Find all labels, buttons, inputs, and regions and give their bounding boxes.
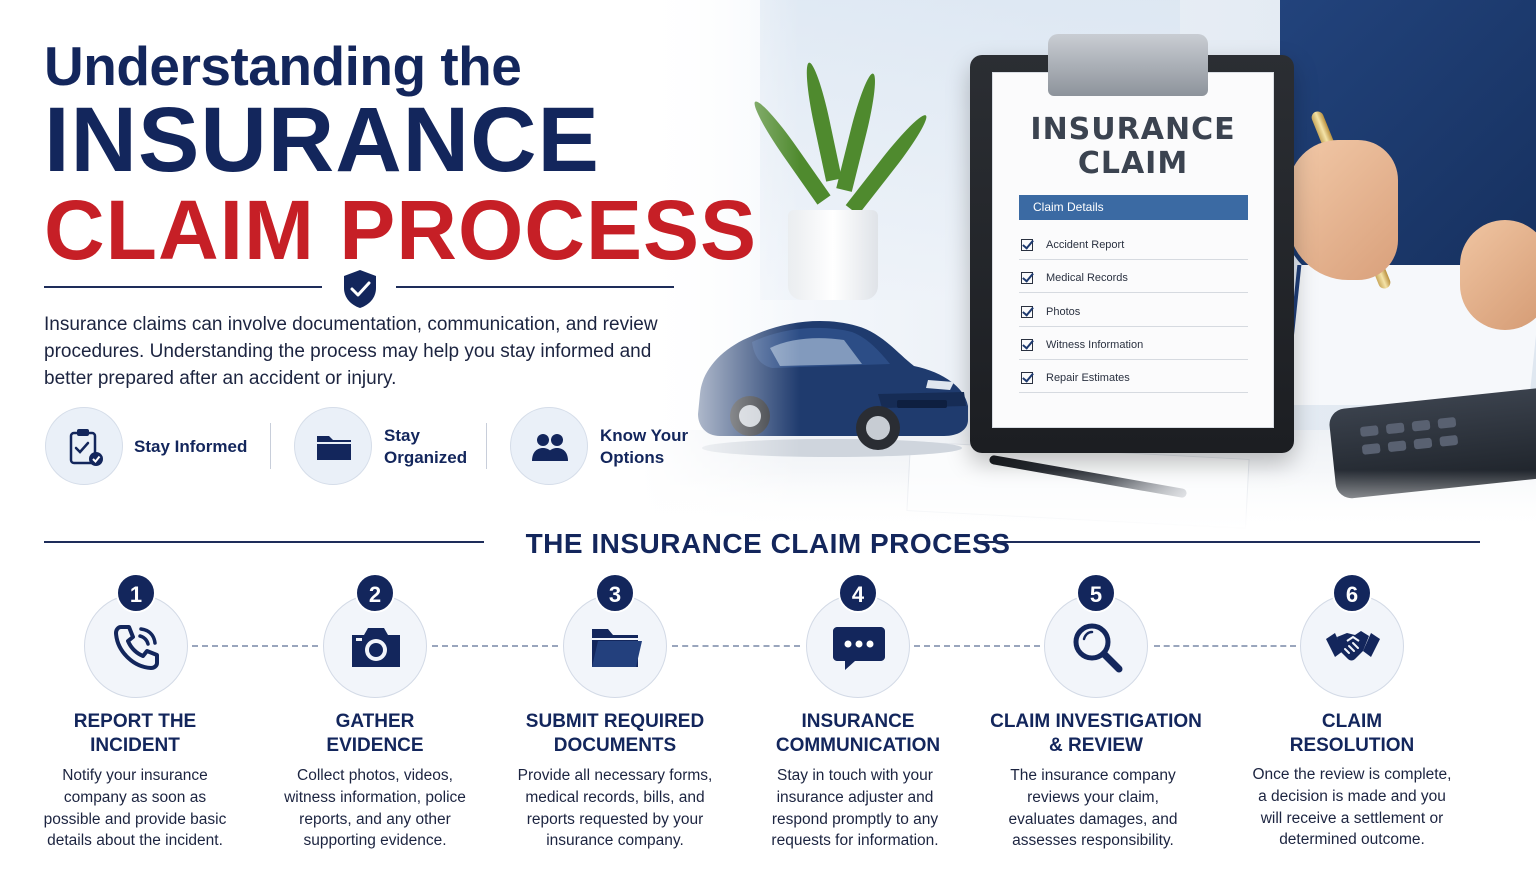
step-number: 4 [838,573,878,613]
intro-paragraph: Insurance claims can involve documentati… [44,314,658,389]
step-connector [1154,645,1296,647]
feature-stay-organized [294,407,372,485]
resting-hand [1460,220,1536,330]
step-description: Notify your insurance company as soon as… [43,767,227,850]
feature-label: Know Your Options [600,426,689,467]
step-heading-line1: INSURANCE [801,711,915,732]
divider-left [44,286,322,288]
hero-photo: INSURANCE CLAIM Claim Details Accident R… [640,0,1536,530]
clipboard-title-line2: CLAIM [1077,146,1189,181]
step-heading-line1: CLAIM INVESTIGATION [990,711,1202,732]
process-divider-right [980,541,1480,543]
checkbox-checked-icon [1021,372,1033,384]
clipboard-sheet [992,72,1274,428]
checklist-item: Medical Records [1019,263,1248,293]
plant-pot [788,210,878,300]
step-number: 1 [116,573,156,613]
step-heading-line2: DOCUMENTS [553,735,677,756]
headline-line3: CLAIM PROCESS [44,183,758,277]
step-heading-line2: EVIDENCE [326,735,424,756]
step-heading-line1: GATHER [335,711,415,732]
clipboard-check-icon [69,429,103,466]
checkbox-checked-icon [1021,306,1033,318]
handshake-icon [1326,631,1380,661]
people-icon [532,434,568,461]
checklist-item: Photos [1019,297,1248,327]
shield-check-icon [344,270,376,308]
step-description: Provide all necessary forms, medical rec… [517,767,713,850]
clipboard-title-line1: INSURANCE [1030,112,1236,147]
headline-line2: INSURANCE [44,89,600,191]
step-number: 5 [1076,573,1116,613]
step-number: 3 [595,573,635,613]
checklist-item: Witness Information [1019,330,1248,360]
folder-icon [592,629,642,667]
step-description: Once the review is complete, a decision … [1252,766,1452,849]
step-heading-line2: INCIDENT [90,735,180,756]
feature-stay-informed [45,407,123,485]
checklist-item: Accident Report [1019,230,1248,260]
feature-label: Stay Informed [134,437,248,456]
headline-line1: Understanding the [44,35,522,97]
step-number: 6 [1332,573,1372,613]
camera-icon [352,628,400,667]
clipboard-clip [1048,34,1208,96]
writing-hand [1288,140,1398,280]
folder-icon [317,436,351,460]
step-heading-line1: SUBMIT REQUIRED [525,711,705,732]
checkbox-checked-icon [1021,272,1033,284]
chat-bubble-icon [833,627,885,670]
process-divider-left [44,541,484,543]
step-heading-line2: & REVIEW [1049,735,1143,756]
step-connector [192,645,318,647]
step-connector [914,645,1040,647]
step-heading-line1: REPORT THE [73,711,197,732]
step-connector [432,645,558,647]
divider-right [396,286,674,288]
claim-details-bar: Claim Details [1019,195,1248,220]
step-connector [672,645,800,647]
feature-know-options [510,407,588,485]
step-heading-line2: COMMUNICATION [775,735,941,756]
checkbox-checked-icon [1021,339,1033,351]
feature-label: Stay Organized [384,426,468,467]
magnifier-icon [1073,623,1123,673]
phone-icon [114,625,159,670]
step-description: Stay in touch with your insurance adjust… [771,767,939,850]
process-title: THE INSURANCE CLAIM PROCESS [525,528,1011,559]
step-heading-line2: RESOLUTION [1289,735,1415,756]
checkbox-checked-icon [1021,239,1033,251]
step-number: 2 [355,573,395,613]
step-heading-line1: CLAIM [1321,711,1383,732]
step-description: The insurance company reviews your claim… [1008,767,1178,850]
checklist-item: Repair Estimates [1019,363,1248,393]
step-description: Collect photos, videos, witness informat… [284,767,466,850]
